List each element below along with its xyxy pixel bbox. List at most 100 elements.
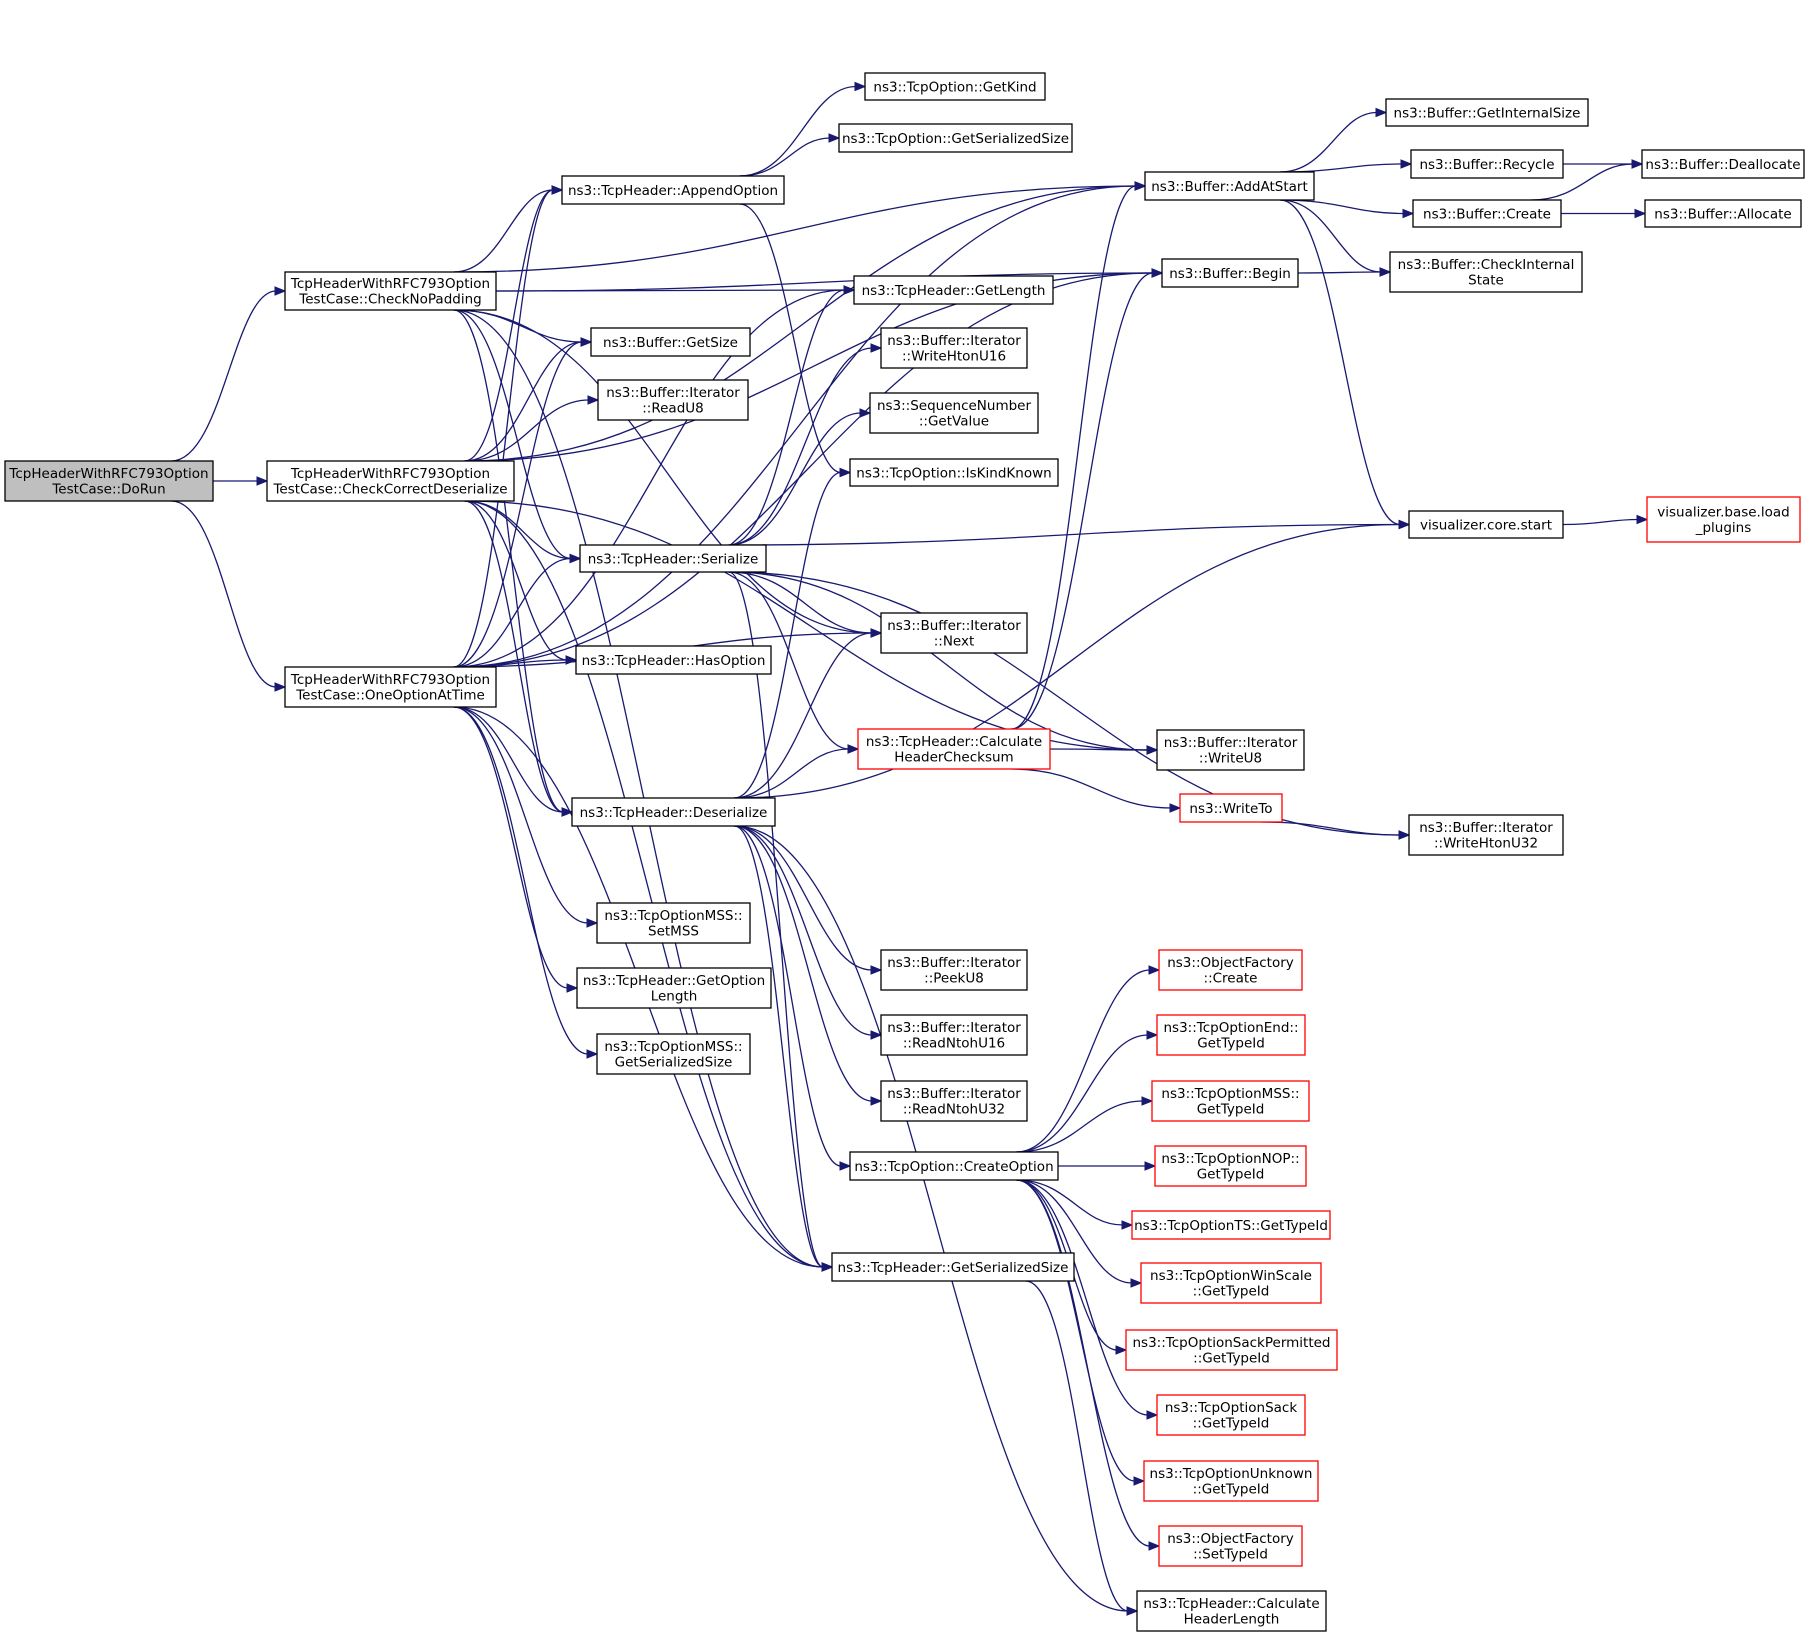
node-it-write-hton-u32[interactable]: ns3::Buffer::Iterator::WriteHtonU32 — [1408, 814, 1564, 856]
edge-line — [734, 825, 842, 1167]
node-mss-get-type-id[interactable]: ns3::TcpOptionMSS::GetTypeId — [1151, 1080, 1310, 1122]
edge-serialize-to-it-write-hton-u16 — [728, 343, 883, 546]
node-mss-get-ser-size[interactable]: ns3::TcpOptionMSS::GetSerializedSize — [596, 1033, 751, 1075]
node-sack-get-type-id[interactable]: ns3::TcpOptionSack::GetTypeId — [1156, 1394, 1306, 1436]
edge-arrowhead — [870, 343, 883, 353]
edge-line — [728, 571, 1401, 836]
node-label: ns3::Buffer::Iterator — [1164, 735, 1298, 751]
node-label: ns3::TcpOptionTS::GetTypeId — [1134, 1218, 1328, 1234]
node-seq-get-value[interactable]: ns3::SequenceNumber::GetValue — [869, 392, 1039, 434]
edge-line — [739, 203, 842, 474]
node-unknown-get-type-id[interactable]: ns3::TcpOptionUnknown::GetTypeId — [1143, 1460, 1319, 1502]
node-label: TcpHeaderWithRFC793Option — [290, 672, 490, 688]
node-box — [561, 175, 785, 205]
node-buf-create[interactable]: ns3::Buffer::Create — [1412, 199, 1562, 228]
edge-create-option-to-mss-get-type-id — [1016, 1096, 1154, 1153]
node-buf-get-size[interactable]: ns3::Buffer::GetSize — [590, 327, 751, 357]
node-of-set-type-id[interactable]: ns3::ObjectFactory::SetTypeId — [1158, 1525, 1303, 1567]
node-it-write-hton-u16[interactable]: ns3::Buffer::Iterator::WriteHtonU16 — [880, 327, 1028, 369]
edge-line — [728, 289, 846, 546]
node-label: TcpHeaderWithRFC793Option — [290, 466, 490, 482]
node-buf-begin[interactable]: ns3::Buffer::Begin — [1161, 258, 1299, 288]
node-viz-start[interactable]: visualizer.core.start — [1408, 510, 1564, 539]
edge-one-option-at-time-to-mss-set-mss — [453, 706, 599, 928]
node-opt-get-kind[interactable]: ns3::TcpOption::GetKind — [864, 72, 1046, 101]
node-get-internal-size[interactable]: ns3::Buffer::GetInternalSize — [1385, 98, 1589, 127]
node-label: ::Next — [934, 634, 975, 650]
node-label: ns3::TcpHeader::HasOption — [582, 653, 766, 669]
node-label: ns3::TcpOptionWinScale — [1150, 1268, 1312, 1284]
node-label: ns3::TcpOptionEnd:: — [1163, 1020, 1298, 1036]
node-it-read-u8[interactable]: ns3::Buffer::Iterator::ReadU8 — [597, 379, 749, 421]
node-deallocate[interactable]: ns3::Buffer::Deallocate — [1641, 149, 1805, 179]
node-recycle[interactable]: ns3::Buffer::Recycle — [1410, 149, 1564, 179]
node-box — [1131, 1210, 1331, 1240]
edge-arrowhead — [1402, 208, 1415, 219]
node-label: Length — [651, 989, 698, 1005]
node-label: ns3::Buffer::Iterator — [606, 385, 740, 401]
node-opt-is-kind-known[interactable]: ns3::TcpOption::IsKindKnown — [849, 458, 1059, 487]
node-of-create[interactable]: ns3::ObjectFactory::Create — [1158, 949, 1303, 991]
node-viz-load-plugins[interactable]: visualizer.base.load_plugins — [1646, 496, 1801, 543]
node-box — [880, 327, 1028, 369]
node-hdr-get-length[interactable]: ns3::TcpHeader::GetLength — [853, 275, 1054, 305]
edge-deserialize-to-it-read-ntoh-u32 — [734, 825, 883, 1106]
edge-arrowhead — [1634, 208, 1647, 219]
edge-arrowhead — [1144, 1161, 1157, 1171]
node-it-next[interactable]: ns3::Buffer::Iterator::Next — [880, 612, 1028, 654]
node-opt-get-ser-size[interactable]: ns3::TcpOption::GetSerializedSize — [838, 123, 1073, 153]
edge-arrowhead — [587, 395, 600, 405]
node-it-write-u8[interactable]: ns3::Buffer::Iterator::WriteU8 — [1156, 729, 1305, 771]
node-sack-perm-get-type-id[interactable]: ns3::TcpOptionSackPermitted::GetTypeId — [1125, 1329, 1338, 1371]
node-mss-set-mss[interactable]: ns3::TcpOptionMSS::SetMSS — [596, 902, 751, 944]
node-label: ns3::WriteTo — [1189, 801, 1272, 817]
node-box — [1156, 1394, 1306, 1436]
node-ts-get-type-id[interactable]: ns3::TcpOptionTS::GetTypeId — [1131, 1210, 1331, 1240]
node-it-read-ntoh-u32[interactable]: ns3::Buffer::Iterator::ReadNtohU32 — [880, 1080, 1028, 1122]
node-create-option[interactable]: ns3::TcpOption::CreateOption — [849, 1151, 1059, 1181]
edge-arrowhead — [256, 476, 269, 486]
edge-line — [453, 706, 569, 989]
node-label: visualizer.core.start — [1420, 517, 1552, 533]
edge-one-option-at-time-to-get-option-length — [453, 706, 579, 993]
node-one-option-at-time[interactable]: TcpHeaderWithRFC793OptionTestCase::OneOp… — [284, 666, 497, 708]
node-label: ::GetTypeId — [1193, 1351, 1270, 1367]
node-label: ns3::SequenceNumber — [877, 398, 1032, 414]
edge-line — [728, 571, 873, 634]
node-write-to[interactable]: ns3::WriteTo — [1179, 793, 1283, 823]
node-allocate[interactable]: ns3::Buffer::Allocate — [1644, 199, 1802, 228]
node-win-scale-get-type-id[interactable]: ns3::TcpOptionWinScale::GetTypeId — [1140, 1262, 1322, 1304]
node-end-get-type-id[interactable]: ns3::TcpOptionEnd::GetTypeId — [1156, 1014, 1306, 1056]
node-it-peek-u8[interactable]: ns3::Buffer::Iterator::PeekU8 — [880, 949, 1028, 991]
edge-deserialize-to-create-option — [734, 825, 852, 1171]
node-add-at-start[interactable]: ns3::Buffer::AddAtStart — [1144, 171, 1315, 201]
edge-create-option-to-of-create — [1016, 965, 1161, 1153]
node-box — [880, 949, 1028, 991]
edge-arrowhead — [870, 965, 883, 975]
node-label: TestCase::DoRun — [51, 482, 165, 498]
edge-line — [464, 500, 824, 1268]
node-nop-get-type-id[interactable]: ns3::TcpOptionNOP::GetTypeId — [1154, 1145, 1307, 1187]
node-box — [576, 967, 772, 1009]
edge-arrowhead — [843, 285, 856, 295]
node-append-option[interactable]: ns3::TcpHeader::AppendOption — [561, 175, 785, 205]
edge-arrowhead — [274, 682, 287, 692]
edge-arrowhead — [1130, 1278, 1143, 1288]
node-hdr-get-ser-size[interactable]: ns3::TcpHeader::GetSerializedSize — [831, 1252, 1075, 1282]
edge-arrowhead — [821, 1262, 834, 1272]
node-deserialize[interactable]: ns3::TcpHeader::Deserialize — [571, 797, 776, 827]
node-it-read-ntoh-u16[interactable]: ns3::Buffer::Iterator::ReadNtohU16 — [880, 1014, 1028, 1056]
edge-arrowhead — [1631, 159, 1644, 169]
node-has-option[interactable]: ns3::TcpHeader::HasOption — [575, 645, 772, 675]
node-label: GetTypeId — [1197, 1036, 1265, 1052]
node-check-correct-deserialize[interactable]: TcpHeaderWithRFC793OptionTestCase::Check… — [266, 460, 515, 502]
edge-line — [453, 189, 554, 668]
node-check-no-padding[interactable]: TcpHeaderWithRFC793OptionTestCase::Check… — [284, 271, 497, 311]
edge-arrowhead — [1151, 268, 1164, 278]
node-serialize[interactable]: ns3::TcpHeader::Serialize — [579, 544, 767, 573]
